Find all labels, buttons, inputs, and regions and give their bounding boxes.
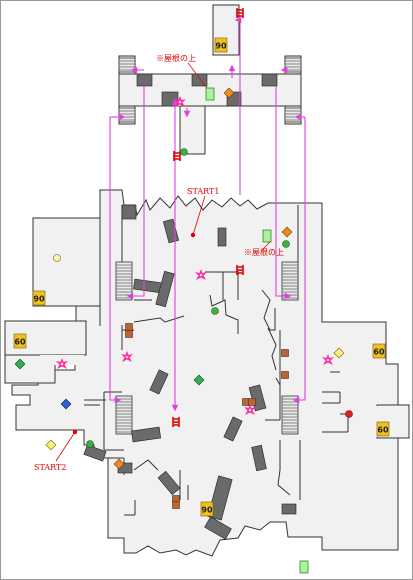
badge-60-left: 60 xyxy=(13,333,27,349)
crate-icon xyxy=(125,330,133,338)
green-circle-icon xyxy=(180,148,188,156)
crate-icon xyxy=(281,371,289,379)
roof-note-mid-label: ※屋根の上 xyxy=(244,247,284,257)
badge-90-top: 90 xyxy=(214,37,228,53)
stairs-north-left xyxy=(115,261,133,301)
crate-icon xyxy=(125,323,133,331)
blue-diamond-icon xyxy=(60,398,72,410)
start1-label: START1 xyxy=(187,187,219,196)
green-box-icon xyxy=(299,560,309,574)
yellow-diamond-icon xyxy=(45,439,57,451)
green-diamond-icon xyxy=(193,374,205,386)
yellow-diamond-icon xyxy=(333,347,345,359)
orange-diamond-icon xyxy=(113,458,125,470)
orange-diamond-icon xyxy=(223,87,235,99)
cover-blocks xyxy=(83,204,297,540)
green-box-icon xyxy=(262,229,272,243)
badge-text: 90 xyxy=(201,506,213,515)
ladder-icon xyxy=(173,150,181,162)
badge-text: 60 xyxy=(373,348,385,357)
badge-text: 90 xyxy=(215,42,227,51)
stairs-south-left xyxy=(115,395,133,435)
badge-text: 60 xyxy=(14,338,26,347)
roof-note-top-label: ※屋根の上 xyxy=(156,53,196,63)
badge-60-right: 60 xyxy=(372,343,386,359)
badge-60-lower-right: 60 xyxy=(376,421,390,437)
green-circle-icon xyxy=(282,240,290,248)
main-building-floor xyxy=(11,189,399,557)
green-box-icon xyxy=(205,87,215,101)
badge-90-bottom: 90 xyxy=(200,501,214,517)
ladder-icon xyxy=(172,416,180,428)
badge-text: 90 xyxy=(33,295,45,304)
start2-label: START2 xyxy=(34,463,66,472)
roof-note-top: ※屋根の上 xyxy=(156,53,208,89)
crate-icon xyxy=(281,349,289,357)
badge-90-left: 90 xyxy=(32,290,46,306)
red-circle-icon xyxy=(345,410,353,418)
start1-marker: START1 xyxy=(187,187,219,238)
crate-icon xyxy=(172,501,180,509)
crate-icon xyxy=(248,398,256,406)
green-circle-icon xyxy=(211,307,219,315)
stairs-north-right xyxy=(281,261,299,301)
badge-text: 60 xyxy=(377,426,389,435)
start2-marker: START2 xyxy=(34,429,78,472)
green-circle-icon xyxy=(86,440,94,448)
ladder-icon xyxy=(236,7,244,19)
orange-diamond-icon xyxy=(281,226,293,238)
roof-note-mid: ※屋根の上 xyxy=(244,241,284,257)
stairs-south-right xyxy=(281,395,299,435)
green-diamond-icon xyxy=(14,358,26,370)
ladder-icon xyxy=(236,264,244,276)
yellow-circle-icon xyxy=(53,254,61,262)
